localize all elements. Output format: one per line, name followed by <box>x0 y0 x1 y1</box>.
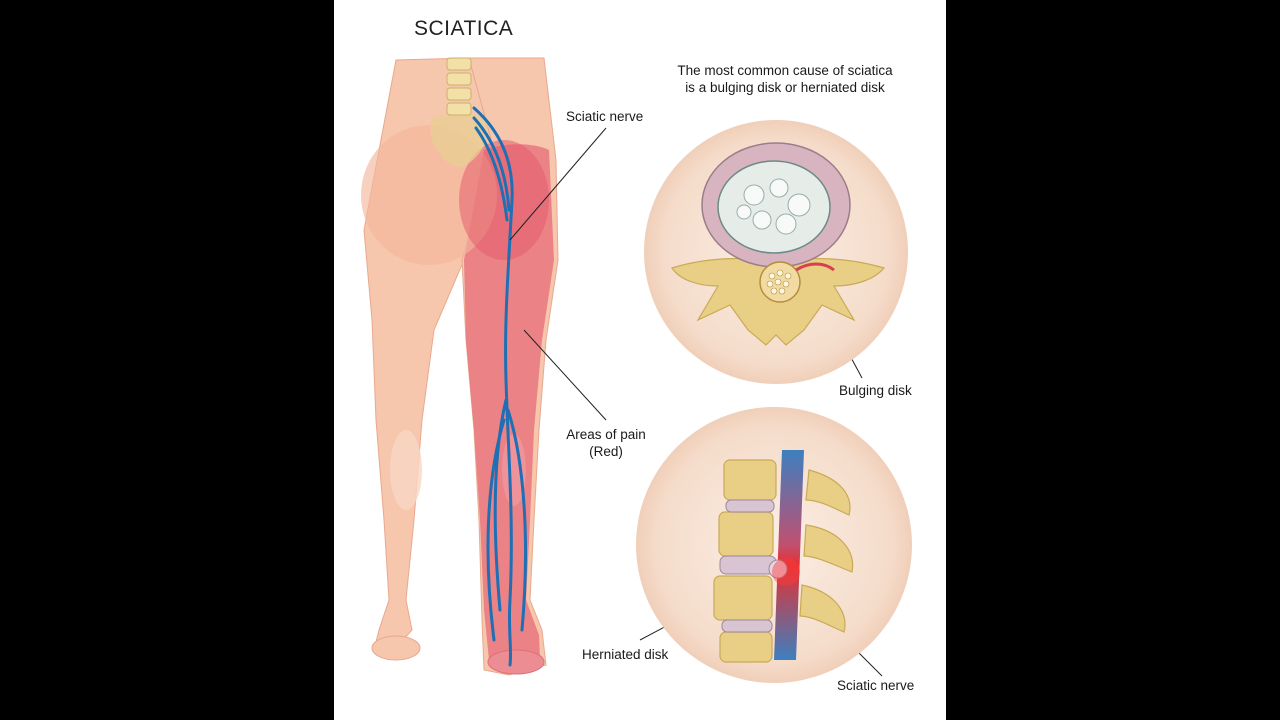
nerve-pressure <box>795 262 835 272</box>
sciatica-illustration <box>361 57 912 683</box>
bulging-disk-inset <box>644 120 908 384</box>
page-title: SCIATICA <box>414 17 514 40</box>
body-figure <box>361 57 559 676</box>
disk-nucleus <box>717 160 831 254</box>
herniated-disk-inset <box>636 407 912 683</box>
left-foot <box>371 635 421 661</box>
lumbar-spine <box>446 57 472 116</box>
label-areas-of-pain: Areas of pain (Red) <box>556 426 656 460</box>
caption-line-1: The most common cause of sciatica <box>677 63 893 78</box>
pain-spot <box>772 558 800 586</box>
spinous-processes <box>799 469 854 633</box>
herniation-bulge <box>768 559 788 579</box>
sacrum <box>430 113 488 168</box>
cord-fibers <box>766 269 792 295</box>
caption-line-2: is a bulging disk or herniated disk <box>685 80 885 95</box>
label-herniated-disk: Herniated disk <box>582 647 669 662</box>
label-sciatic-nerve-bottom: Sciatic nerve <box>837 678 915 693</box>
areas-of-pain-note: (Red) <box>589 444 623 459</box>
vertebral-bodies <box>713 459 777 663</box>
areas-of-pain-text: Areas of pain <box>566 427 646 442</box>
label-sciatic-nerve-top: Sciatic nerve <box>566 109 644 124</box>
spinal-canal <box>774 450 804 660</box>
label-bulging-disk: Bulging disk <box>839 383 912 398</box>
right-foot <box>487 649 545 675</box>
nucleus-texture <box>736 178 811 235</box>
left-calf <box>390 430 422 510</box>
pain-area <box>464 144 554 668</box>
sciatic-nerve-path <box>472 106 527 667</box>
caption: The most common cause of sciatica is a b… <box>640 62 930 96</box>
illustration-panel: SCIATICA The most common cause of sciati… <box>334 0 946 720</box>
